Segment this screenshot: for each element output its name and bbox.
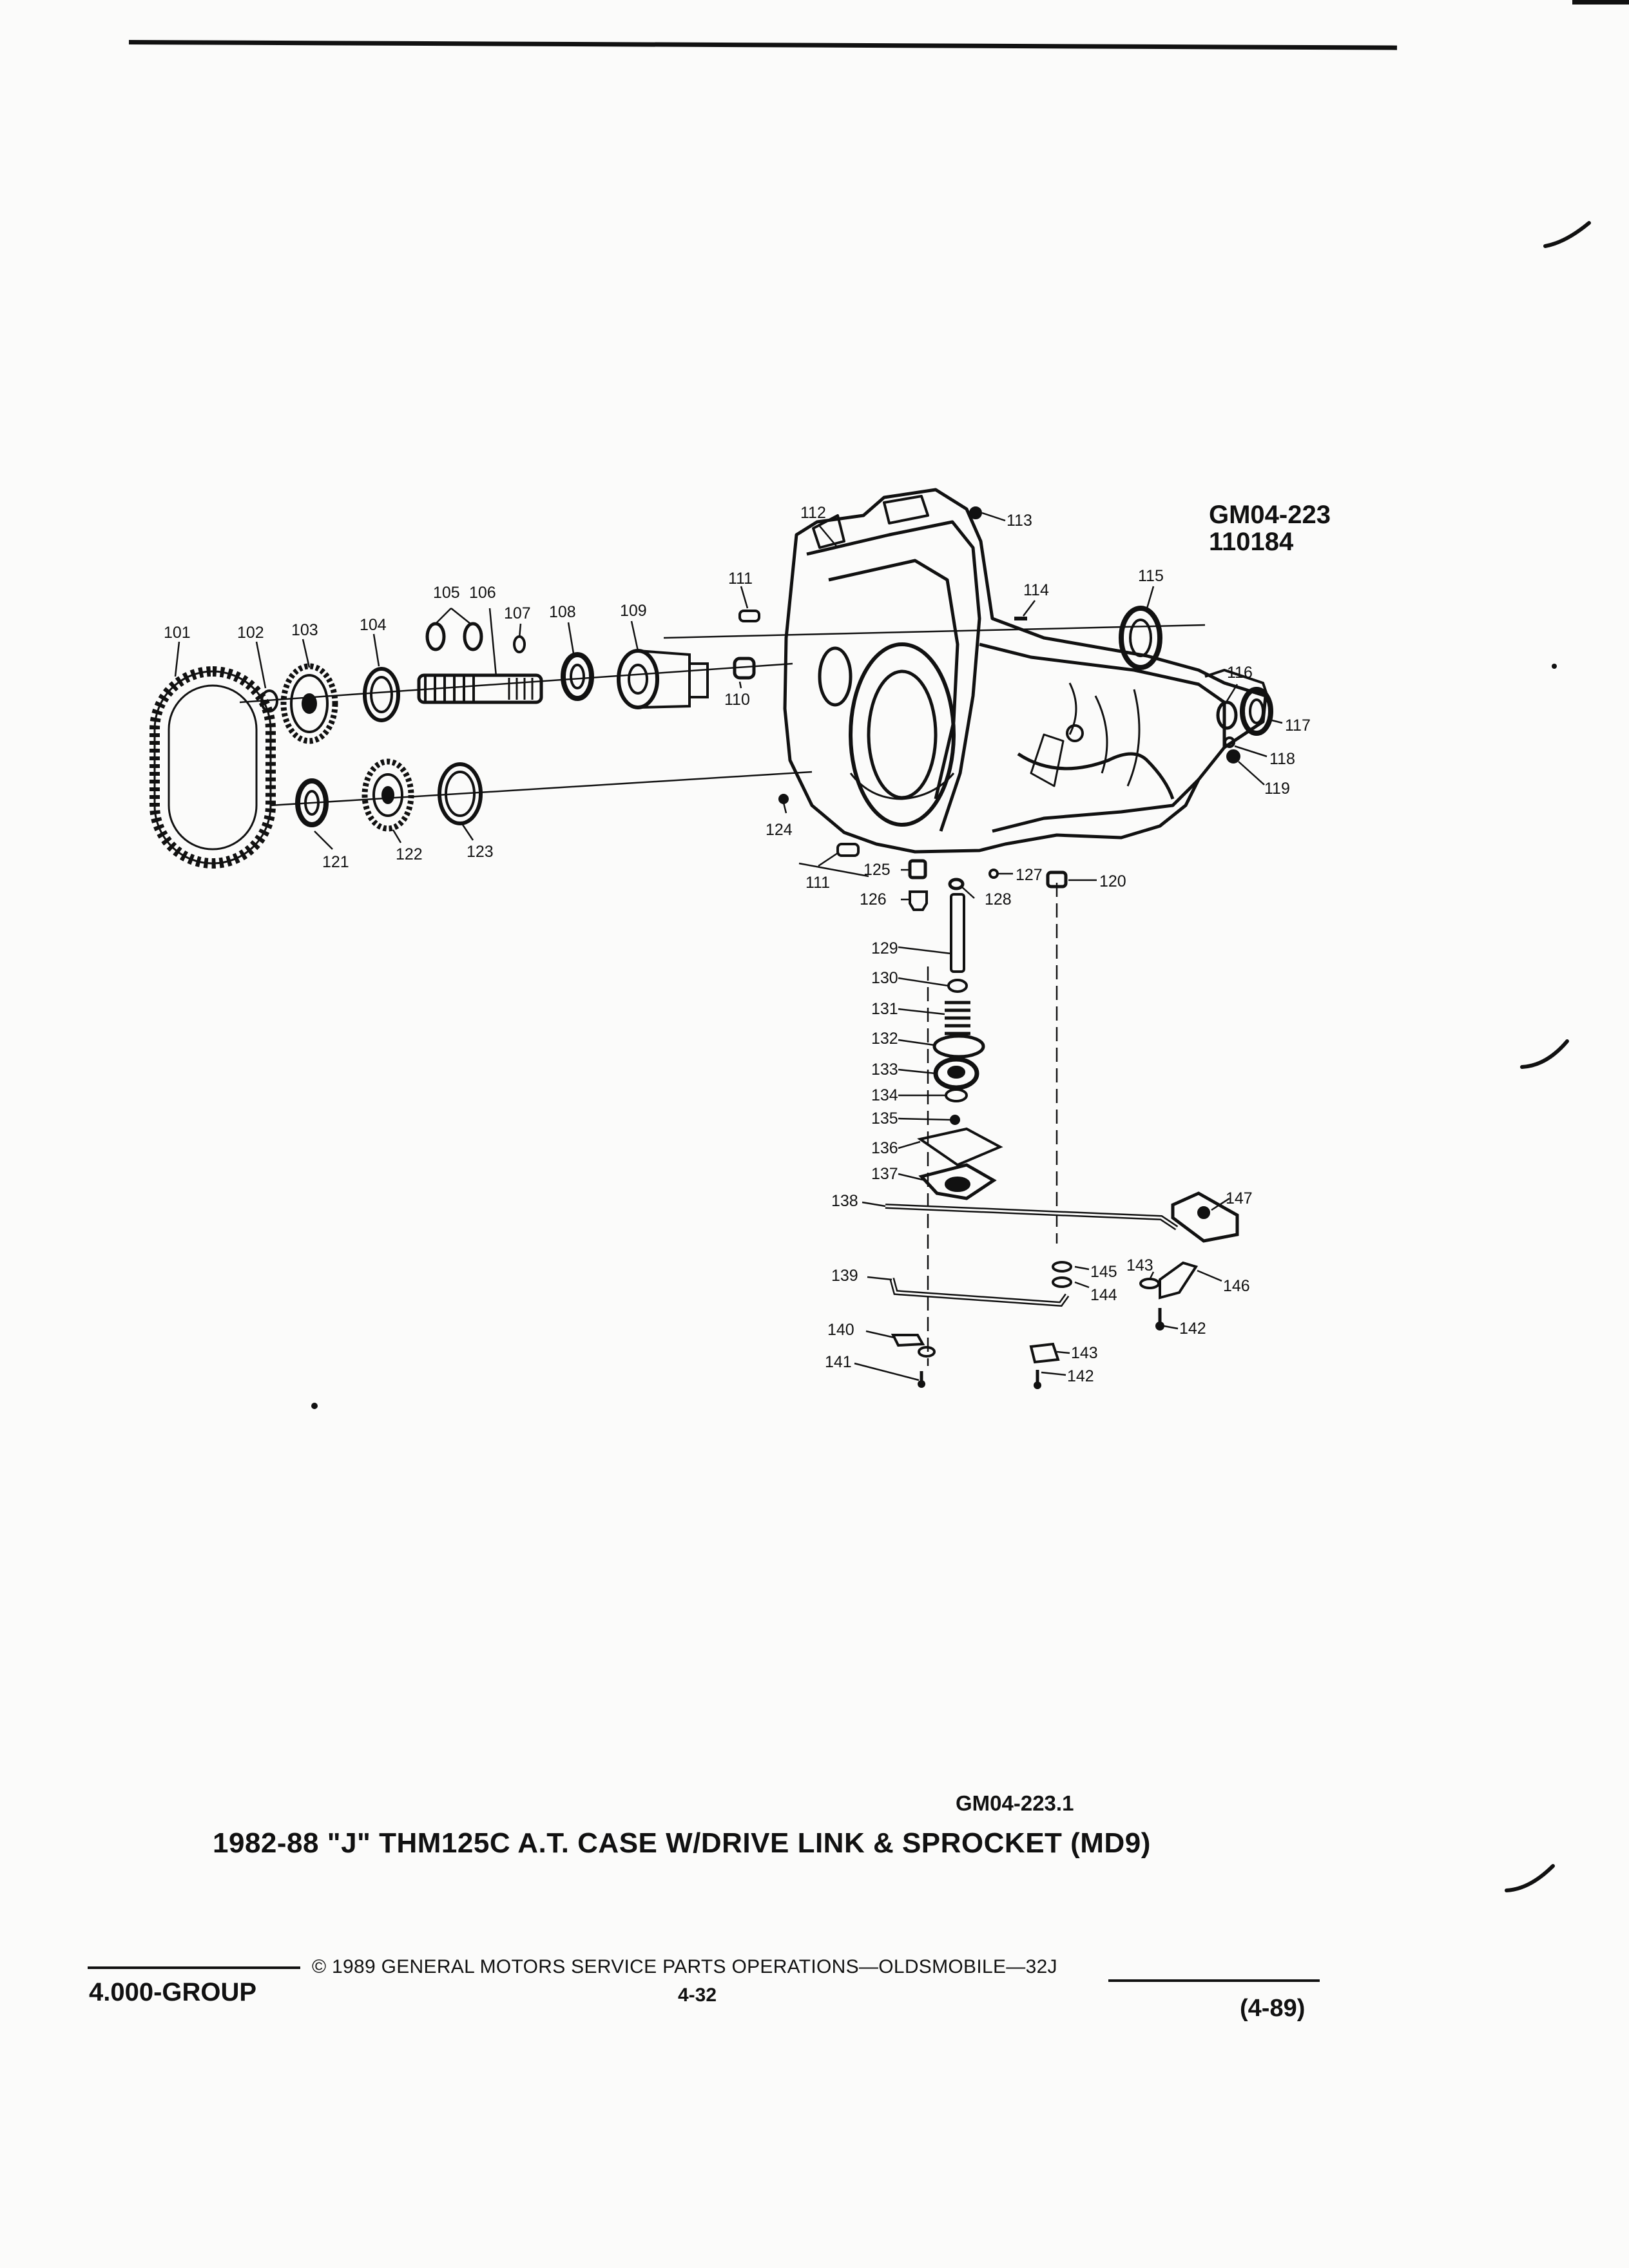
upper-shaft-parts xyxy=(260,610,760,744)
callout-117: 117 xyxy=(1285,716,1311,735)
callout-140: 140 xyxy=(827,1321,854,1339)
valve-stack-parts xyxy=(908,859,1003,1200)
callout-103: 103 xyxy=(291,621,318,639)
callout-112: 112 xyxy=(800,504,826,522)
callout-114: 114 xyxy=(1023,581,1049,599)
drawing-code: GM04-223 xyxy=(1209,501,1331,529)
footer-revision-date: (4-89) xyxy=(1240,1995,1306,2022)
scan-dot xyxy=(311,1403,318,1409)
leader-lines xyxy=(174,512,1283,1381)
callout-125: 125 xyxy=(863,861,891,879)
drawing-number: 110184 xyxy=(1209,528,1294,556)
callout-137: 137 xyxy=(871,1165,898,1183)
callout-109: 109 xyxy=(620,602,647,620)
callout-127: 127 xyxy=(1016,866,1043,884)
callout-101: 101 xyxy=(164,624,191,642)
callout-131: 131 xyxy=(871,1000,898,1018)
callout-147: 147 xyxy=(1226,1189,1253,1207)
callout-104: 104 xyxy=(360,616,387,634)
callout-141: 141 xyxy=(825,1353,852,1371)
callout-107: 107 xyxy=(504,604,531,622)
callout-144: 144 xyxy=(1090,1286,1117,1304)
footer-group: 4.000-GROUP xyxy=(89,1978,257,2006)
callout-130: 130 xyxy=(871,969,898,987)
callout-105: 105 xyxy=(433,584,460,602)
callout-146: 146 xyxy=(1223,1277,1250,1295)
drawing-code-block: GM04-223 110184 xyxy=(1209,501,1331,555)
right-side-parts xyxy=(778,506,1273,889)
callout-106: 106 xyxy=(469,584,496,602)
callout-113: 113 xyxy=(1007,512,1032,530)
callout-138: 138 xyxy=(831,1192,858,1210)
linkage-parts xyxy=(885,1191,1239,1389)
caption-title: 1982-88 "J" THM125C A.T. CASE W/DRIVE LI… xyxy=(213,1827,1151,1859)
footer-page-number: 4-32 xyxy=(678,1984,717,2006)
callout-139: 139 xyxy=(831,1267,858,1285)
callout-126: 126 xyxy=(860,890,887,908)
footer-rule-right xyxy=(1108,1979,1320,1982)
callout-133: 133 xyxy=(871,1061,898,1079)
callout-111-lower: 111 xyxy=(805,874,830,892)
scan-edge-mark xyxy=(1572,0,1629,5)
callout-118: 118 xyxy=(1269,750,1295,768)
callout-119: 119 xyxy=(1264,780,1290,798)
callout-115: 115 xyxy=(1138,567,1164,585)
callout-135: 135 xyxy=(871,1110,898,1128)
callout-136: 136 xyxy=(871,1139,898,1157)
footer-rule-left xyxy=(88,1966,300,1969)
callout-108: 108 xyxy=(549,603,576,621)
callout-102: 102 xyxy=(237,624,264,642)
callout-116: 116 xyxy=(1227,664,1253,682)
callout-120: 120 xyxy=(1099,872,1126,890)
callout-142-lower: 142 xyxy=(1067,1367,1094,1385)
binder-marks xyxy=(1505,221,1591,1892)
scan-dot xyxy=(1552,664,1557,669)
callout-110: 110 xyxy=(724,691,750,709)
caption-code: GM04-223.1 xyxy=(956,1791,1074,1815)
drive-link-chain xyxy=(149,666,276,869)
callout-111: 111 xyxy=(728,570,753,588)
callout-143-lower: 143 xyxy=(1071,1344,1098,1362)
callout-128: 128 xyxy=(985,890,1012,908)
callout-134: 134 xyxy=(871,1086,898,1104)
callout-122: 122 xyxy=(396,845,423,863)
callout-129: 129 xyxy=(871,939,898,957)
transmission-case xyxy=(783,488,1271,854)
callout-143: 143 xyxy=(1126,1256,1153,1274)
callout-121: 121 xyxy=(322,853,349,871)
callout-124: 124 xyxy=(766,821,793,839)
footer-copyright: © 1989 GENERAL MOTORS SERVICE PARTS OPER… xyxy=(312,1956,1057,1977)
callout-123: 123 xyxy=(467,843,494,861)
callout-labels: 101 102 103 104 105 106 107 108 109 110 … xyxy=(164,504,1311,1385)
lower-shaft-parts xyxy=(295,758,483,832)
alignment-lines xyxy=(239,624,1206,1366)
callout-142: 142 xyxy=(1179,1320,1206,1338)
callout-132: 132 xyxy=(871,1030,898,1048)
callout-145: 145 xyxy=(1090,1263,1117,1281)
